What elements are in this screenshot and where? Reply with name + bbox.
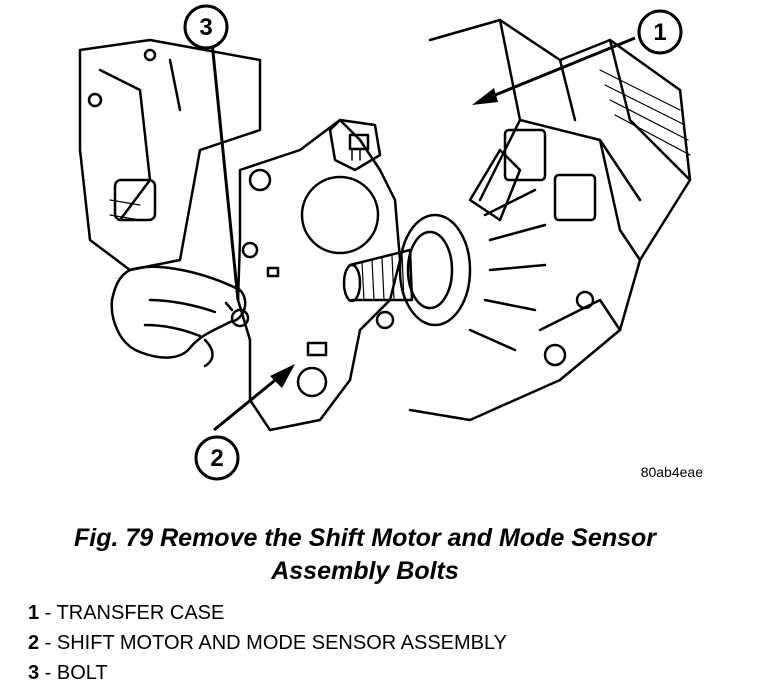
legend-item: 3 - BOLT	[28, 658, 507, 688]
callout-circle-2	[194, 435, 240, 481]
legend-text: - BOLT	[39, 662, 108, 684]
hand-drawing	[110, 265, 247, 368]
legend-item: 1 - TRANSFER CASE	[28, 598, 507, 628]
output-shaft-drawing	[342, 148, 547, 352]
legend-number: 2	[28, 632, 40, 654]
legend-text: - TRANSFER CASE	[39, 602, 225, 624]
figure-caption: Fig. 79 Remove the Shift Motor and Mode …	[0, 522, 730, 588]
bolt-drawing	[224, 301, 250, 328]
callout-circle-3	[183, 4, 229, 50]
callout-circle-1	[637, 9, 683, 55]
image-code: 80ab4eae	[641, 464, 704, 480]
callout-label-3: 3	[199, 14, 212, 41]
legend-number: 3	[28, 662, 40, 684]
arrowhead-2	[270, 364, 295, 388]
arrowhead-1	[472, 88, 498, 105]
leader-line-1	[477, 36, 636, 104]
transmission-drawing	[78, 38, 262, 272]
legend-list: 1 - TRANSFER CASE 2 - SHIFT MOTOR AND MO…	[28, 598, 507, 688]
shift-motor-assembly-drawing	[236, 118, 402, 432]
callout-label-1: 1	[653, 19, 666, 46]
transfer-case-drawing	[408, 18, 692, 422]
caption-line-2: Assembly Bolts	[271, 557, 459, 585]
leader-lines	[210, 36, 636, 432]
caption-line-1: Fig. 79 Remove the Shift Motor and Mode …	[73, 524, 656, 552]
legend-text: - SHIFT MOTOR AND MODE SENSOR ASSEMBLY	[39, 632, 507, 654]
legend-item: 2 - SHIFT MOTOR AND MODE SENSOR ASSEMBLY	[28, 628, 507, 658]
callout-label-2: 2	[210, 445, 223, 472]
exploded-diagram: 3 1 2 80ab4eae	[78, 4, 704, 481]
legend-number: 1	[28, 602, 40, 624]
leader-line-3	[210, 41, 240, 301]
